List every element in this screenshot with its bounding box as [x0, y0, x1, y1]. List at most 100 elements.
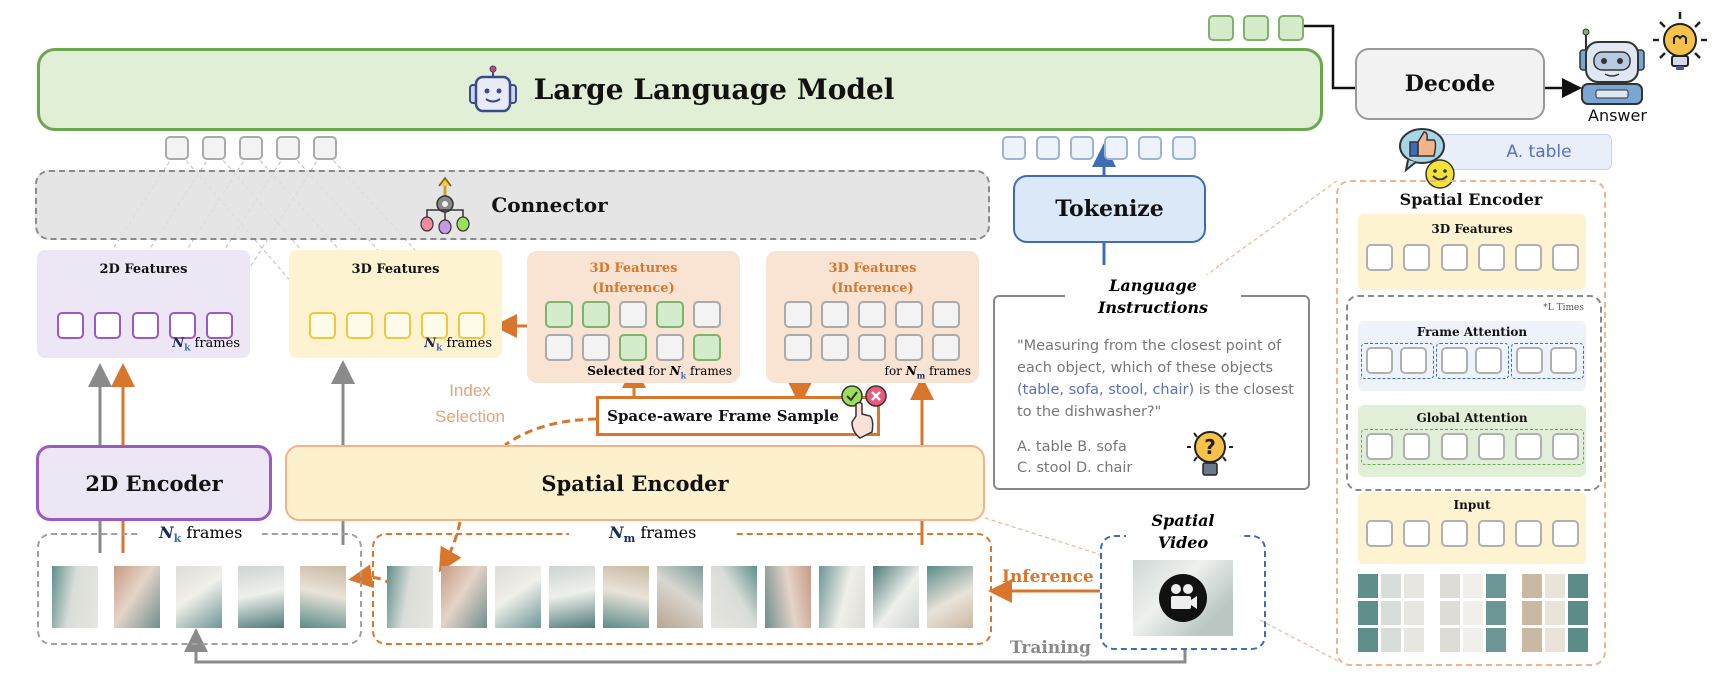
video-frame-thumbnail	[495, 566, 541, 628]
image-patch	[1440, 628, 1460, 652]
video-frame-thumbnail	[873, 566, 919, 628]
robot-icon	[468, 65, 517, 112]
visual-token	[165, 136, 189, 160]
feature-token	[1403, 244, 1430, 271]
feature-token	[1403, 520, 1430, 547]
image-patch	[1545, 628, 1565, 652]
patchified-frame	[1358, 574, 1424, 652]
repeat-note: *L Times	[1543, 303, 1584, 313]
video-frame-thumbnail	[927, 566, 973, 628]
feature-token	[384, 312, 411, 339]
feature-token	[1478, 520, 1505, 547]
image-patch	[1358, 574, 1378, 598]
detail-title: Spatial Encoder	[1399, 190, 1543, 209]
video-frame-thumbnail	[238, 566, 284, 628]
feature-token	[895, 334, 923, 361]
inference-title: 3D Features (Inference)	[828, 261, 917, 296]
features-2d-title: 2D Features	[99, 262, 188, 277]
feature-token	[693, 301, 721, 328]
selected-caption: Selected for Nk frames	[587, 363, 732, 380]
image-patch	[1463, 628, 1483, 652]
encoder-2d-block: 2D Encoder	[36, 445, 272, 521]
features-3d-inference-all-panel: 3D Features (Inference) for Nm frames	[766, 251, 979, 383]
connector-network-icon	[420, 176, 470, 234]
feature-token	[1552, 244, 1579, 271]
global-attention-title: Global Attention	[1416, 411, 1528, 425]
spatial-video-thumbnail	[1133, 560, 1233, 636]
image-patch	[1358, 601, 1378, 625]
video-frame-thumbnail	[765, 566, 811, 628]
feature-token	[932, 334, 960, 361]
image-patch	[1381, 628, 1401, 652]
nk-frames-caption: Nk frames	[172, 336, 240, 354]
connector-label: Connector	[491, 193, 608, 217]
spatial-encoder-detail-panel: Spatial Encoder 3D Features *L Times Fra…	[1336, 180, 1606, 666]
feature-token	[1441, 244, 1468, 271]
features-3d-panel: 3D Features Nk frames	[289, 250, 502, 358]
feature-token	[1366, 244, 1393, 271]
image-patch	[1522, 601, 1542, 625]
image-patch	[1440, 601, 1460, 625]
feature-token	[619, 301, 647, 328]
feature-token	[57, 312, 84, 339]
frame-attention-title: Frame Attention	[1416, 325, 1528, 339]
feature-token	[346, 312, 373, 339]
image-patch	[1568, 628, 1588, 652]
feature-token	[784, 334, 812, 361]
image-patch	[1381, 601, 1401, 625]
global-attention-block: Global Attention	[1358, 405, 1586, 477]
feature-token	[1478, 433, 1505, 460]
llm-output-token	[1278, 15, 1304, 41]
feature-token	[458, 312, 485, 339]
text-token	[1138, 136, 1162, 160]
svg-text:?: ?	[1204, 435, 1216, 459]
feature-token	[545, 334, 573, 361]
feature-token	[1441, 520, 1468, 547]
video-frame-thumbnail	[52, 566, 98, 628]
llm-title: Large Language Model	[533, 73, 895, 106]
nm-frames-title: Nm frames	[569, 523, 737, 546]
feature-token	[1478, 244, 1505, 271]
feature-token	[582, 334, 610, 361]
video-frame-thumbnail	[114, 566, 160, 628]
feature-token	[1400, 347, 1427, 374]
inference-label: Inference	[1002, 567, 1094, 587]
feature-token	[821, 301, 849, 328]
features-2d-panel: 2D Features Nk frames	[37, 250, 250, 358]
answer-bubble: A. table	[1436, 134, 1612, 170]
video-frame-thumbnail	[657, 566, 703, 628]
language-instructions-title: Language Instructions	[1065, 275, 1241, 319]
index-selection-label: Index Selection	[435, 381, 505, 426]
inference-title: 3D Features (Inference)	[589, 261, 678, 296]
feature-token	[1550, 347, 1577, 374]
feature-token	[1441, 347, 1468, 374]
image-patch	[1404, 574, 1424, 598]
nm-caption: for Nm frames	[884, 363, 971, 380]
select-check-cross-icon	[841, 385, 887, 439]
training-label: Training	[1010, 638, 1091, 658]
feature-token	[1366, 520, 1393, 547]
feature-token	[1475, 347, 1502, 374]
feature-token	[858, 334, 886, 361]
feature-token	[1441, 433, 1468, 460]
feature-token	[932, 301, 960, 328]
visual-token	[202, 136, 226, 160]
patchified-frame	[1440, 574, 1506, 652]
feature-token	[1515, 244, 1542, 271]
spatial-encoder-label: Spatial Encoder	[541, 470, 729, 496]
text-token	[1036, 136, 1060, 160]
space-aware-frame-sample-block: Space-aware Frame Sample	[596, 396, 880, 436]
feature-token	[132, 312, 159, 339]
language-instructions-scroll: Language Instructions "Measuring from th…	[993, 275, 1310, 490]
image-patch	[1486, 628, 1506, 652]
answer-text: A. table	[1506, 142, 1572, 162]
image-patch	[1545, 574, 1565, 598]
image-patch	[1568, 601, 1588, 625]
detail-3d-features: 3D Features	[1358, 214, 1586, 290]
decode-label: Decode	[1404, 71, 1496, 97]
feature-token	[1516, 347, 1543, 374]
image-patch	[1440, 574, 1460, 598]
feature-token	[206, 312, 233, 339]
image-patch	[1486, 601, 1506, 625]
nk-frames-caption: Nk frames	[424, 336, 492, 354]
